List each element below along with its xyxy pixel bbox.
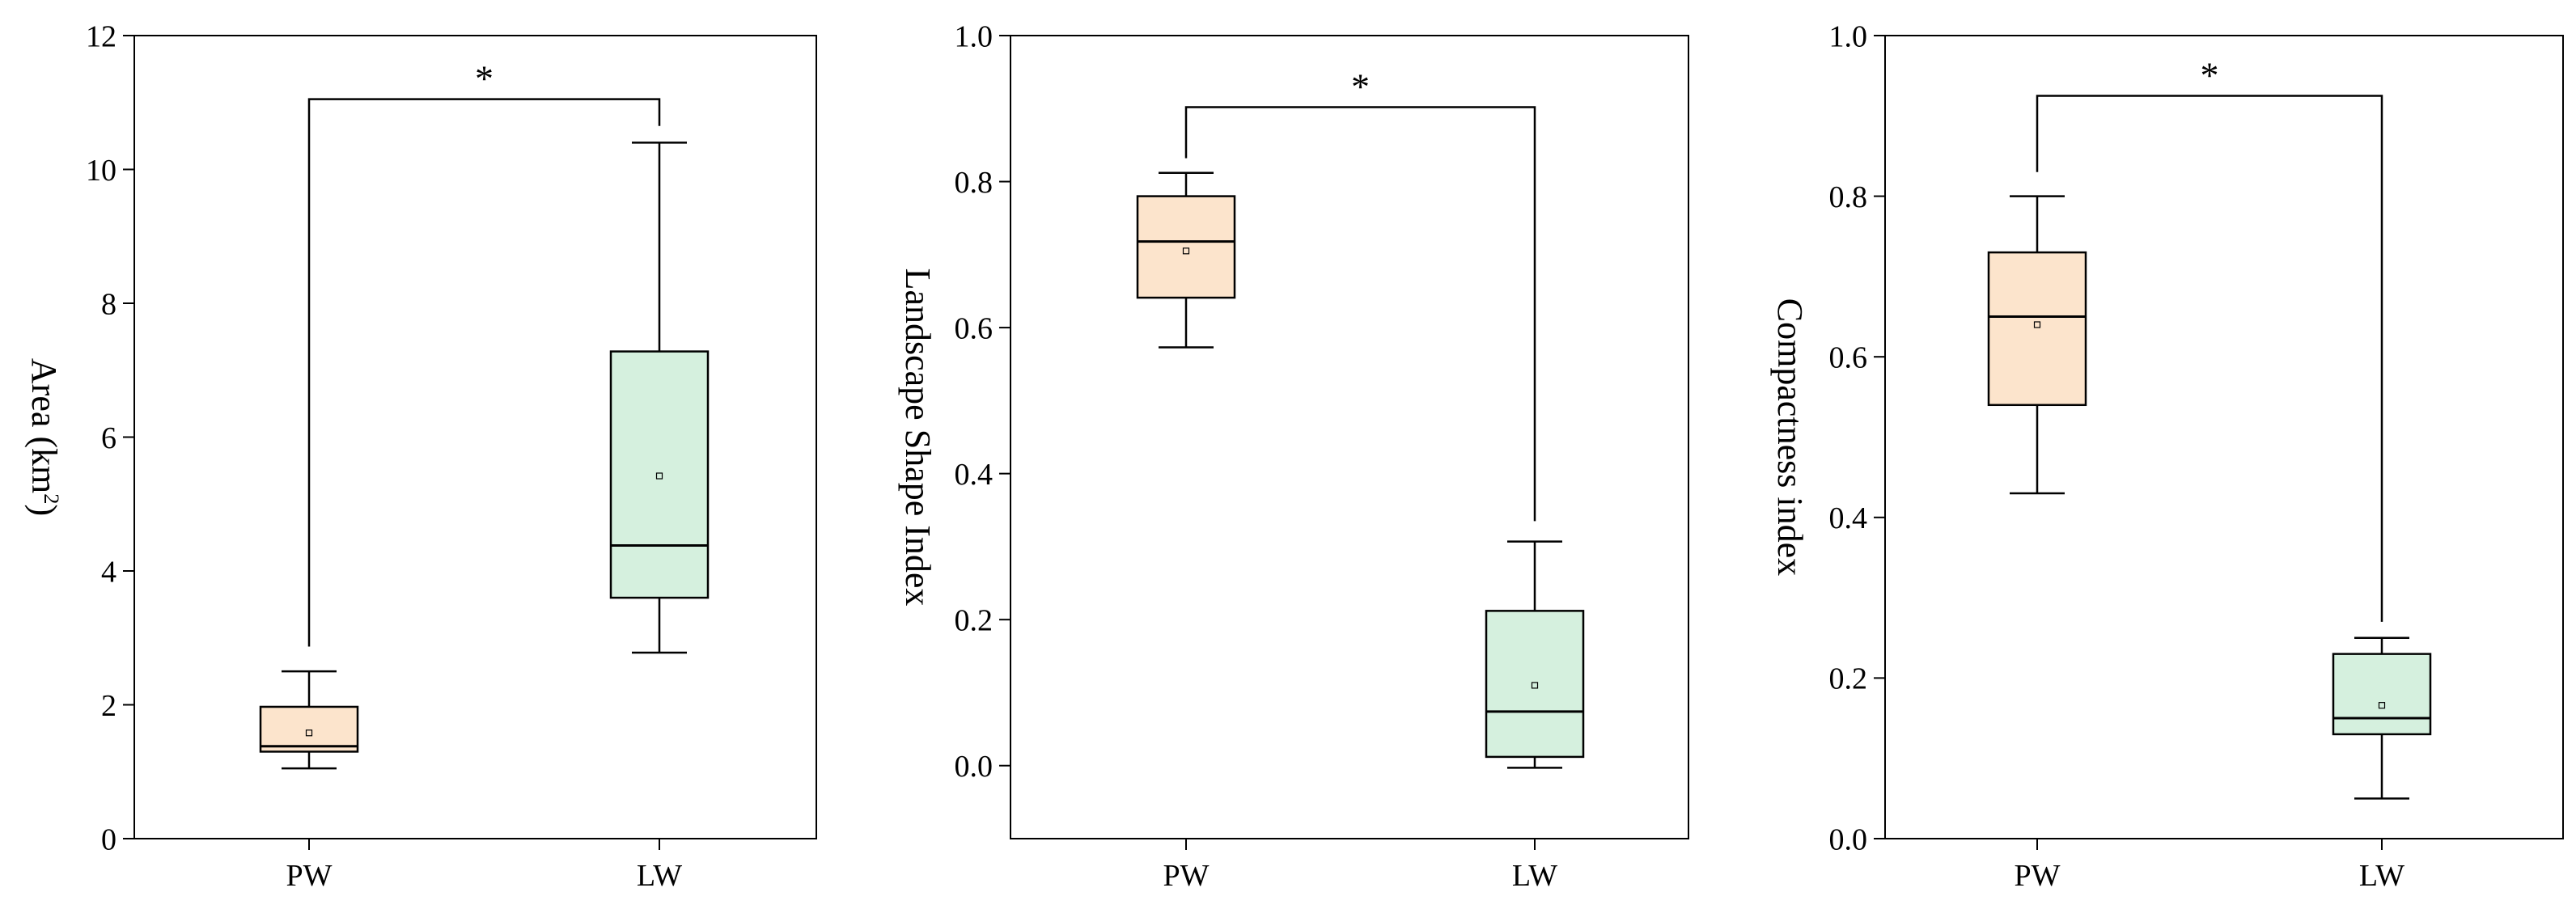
box-pw [1987, 195, 2087, 495]
box-pw [1136, 171, 1236, 349]
mean-marker [1182, 247, 1190, 255]
y-tick-label: 0.6 [955, 311, 994, 345]
y-axis-label: Compactness index [1770, 298, 1810, 576]
box-lw [609, 142, 710, 654]
y-tick-label: 8 [101, 287, 117, 321]
box-lw [1485, 540, 1585, 769]
box-pw [259, 670, 359, 770]
y-tick-label: 1.0 [1829, 19, 1868, 53]
y-tick-label: 0.0 [1829, 822, 1868, 856]
plot-frame [1884, 35, 2564, 839]
significance-label: * [2201, 54, 2219, 95]
x-tick-label: PW [1163, 859, 1210, 893]
x-tick-label: PW [286, 859, 333, 893]
y-tick-label: 0.4 [1829, 501, 1868, 535]
significance-bracket [307, 98, 661, 647]
box-iqr [2332, 653, 2432, 736]
significance-label: * [1351, 66, 1370, 107]
y-tick-label: 0.2 [955, 603, 994, 637]
y-tick-label: 10 [86, 154, 117, 188]
x-tick-label: LW [2359, 859, 2404, 893]
significance-bracket [2036, 95, 2383, 622]
significance-label: * [475, 58, 494, 99]
y-tick-label: 2 [101, 689, 117, 723]
mean-marker [305, 729, 313, 737]
box-iqr [259, 705, 359, 753]
y-tick-label: 0.6 [1829, 341, 1868, 375]
mean-marker [655, 472, 663, 480]
y-tick-label: 4 [101, 555, 117, 589]
mean-marker [2378, 702, 2386, 709]
y-tick-label: 12 [86, 19, 117, 53]
x-tick-label: LW [637, 859, 682, 893]
x-tick-label: LW [1512, 859, 1557, 893]
y-tick-label: 6 [101, 421, 117, 455]
chart-panel-3: 0.0 0.2 0.4 0.6 0.8 1.0PW LW Compactness index * [1770, 19, 2564, 893]
y-tick-label: 0.0 [955, 750, 994, 784]
box-iqr [1987, 251, 2087, 407]
y-tick-label: 0.4 [955, 458, 994, 492]
plot-frame [133, 35, 817, 839]
mean-marker [2033, 321, 2041, 328]
y-tick-label: 0.8 [955, 166, 994, 200]
box-iqr [1485, 610, 1585, 759]
box-iqr [1136, 195, 1236, 299]
y-tick-label: 1.0 [955, 19, 994, 53]
y-axis-label: Landscape Shape Index [898, 268, 938, 607]
chart-panel-2: 0.0 0.2 0.4 0.6 0.8 1.0PW LW Landscape Shape In… [898, 19, 1689, 893]
y-tick-label: 0.2 [1829, 662, 1868, 696]
plot-frame [1010, 35, 1689, 839]
y-tick-label: 0 [101, 822, 117, 856]
box-lw [2332, 636, 2432, 800]
mean-marker [1531, 682, 1539, 689]
x-tick-label: PW [2015, 859, 2061, 893]
y-axis-label: Area (km2) [24, 358, 64, 516]
y-tick-label: 0.8 [1829, 180, 1868, 214]
box-iqr [609, 350, 710, 599]
significance-bracket [1184, 106, 1536, 522]
